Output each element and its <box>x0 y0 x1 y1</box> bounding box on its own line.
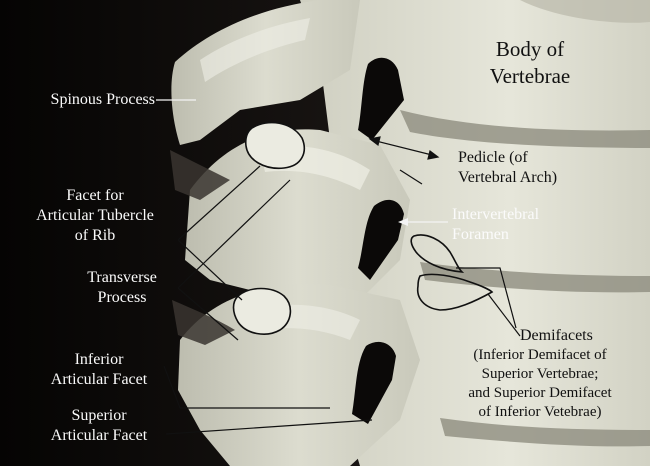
label-facet-tubercle-line: Facet for <box>66 187 124 204</box>
label-demifacets-note-line: and Superior Demifacet <box>468 385 612 401</box>
label-inferior-articular-facet-line: Articular Facet <box>50 371 148 388</box>
label-superior-articular-facet: Superior Articular Facet <box>34 406 164 446</box>
vertebral-arch <box>170 0 420 466</box>
label-body-of-vertebrae: Body of Vertebrae <box>470 36 590 90</box>
label-demifacets-note: (Inferior Demifacet of Superior Vertebra… <box>440 346 640 422</box>
label-transverse-process-line: Transverse <box>87 269 157 286</box>
label-inferior-articular-facet-line: Inferior <box>74 351 124 368</box>
label-demifacets-note-line: Superior Vertebrae; <box>481 366 599 382</box>
label-demifacets-note-line: of Inferior Vetebrae) <box>478 404 602 420</box>
label-facet-tubercle-line: Articular Tubercle <box>36 207 154 224</box>
label-superior-articular-facet-line: Articular Facet <box>50 427 148 444</box>
label-facet-tubercle: Facet for Articular Tubercle of Rib <box>10 186 180 246</box>
label-transverse-process-line: Process <box>97 289 147 306</box>
label-body-of-vertebrae-line: Vertebrae <box>489 64 571 88</box>
foramina <box>352 57 404 424</box>
label-superior-articular-facet-line: Superior <box>71 407 127 424</box>
label-demifacets-line: Demifacets <box>520 327 593 344</box>
label-pedicle-line: Pedicle (of <box>458 149 528 166</box>
facet-outlines <box>232 121 494 335</box>
label-pedicle: Pedicle (of Vertebral Arch) <box>458 148 557 188</box>
label-transverse-process: Transverse Process <box>72 268 172 308</box>
label-spinous-process-line: Spinous Process <box>50 91 155 108</box>
label-facet-tubercle-line: of Rib <box>74 227 116 244</box>
label-spinous-process: Spinous Process <box>10 90 155 110</box>
label-demifacets-note-line: (Inferior Demifacet of <box>473 347 607 363</box>
label-demifacets: Demifacets <box>520 326 593 346</box>
label-body-of-vertebrae-line: Body of <box>495 37 565 61</box>
label-intervertebral-foramen: Intervertebral Foramen <box>452 205 539 245</box>
label-intervertebral-foramen-line: Intervertebral <box>452 206 540 223</box>
leader-lines <box>163 136 521 435</box>
label-pedicle-line: Vertebral Arch) <box>458 169 558 186</box>
label-intervertebral-foramen-line: Foramen <box>452 226 509 243</box>
label-inferior-articular-facet: Inferior Articular Facet <box>34 350 164 390</box>
